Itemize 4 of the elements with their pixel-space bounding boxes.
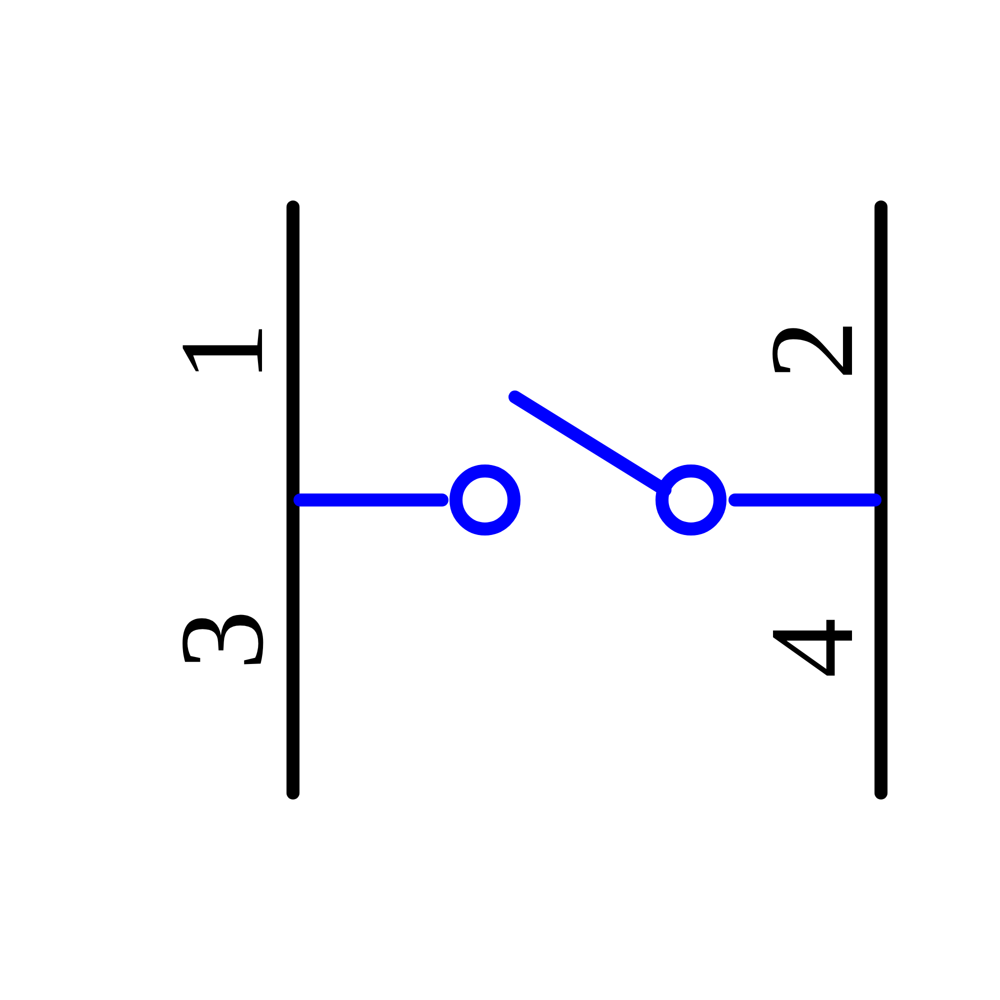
pin-number: 2 — [752, 320, 872, 380]
pin-number: 1 — [162, 322, 282, 382]
pin-number: 4 — [752, 618, 872, 678]
pin-number: 3 — [162, 610, 282, 670]
